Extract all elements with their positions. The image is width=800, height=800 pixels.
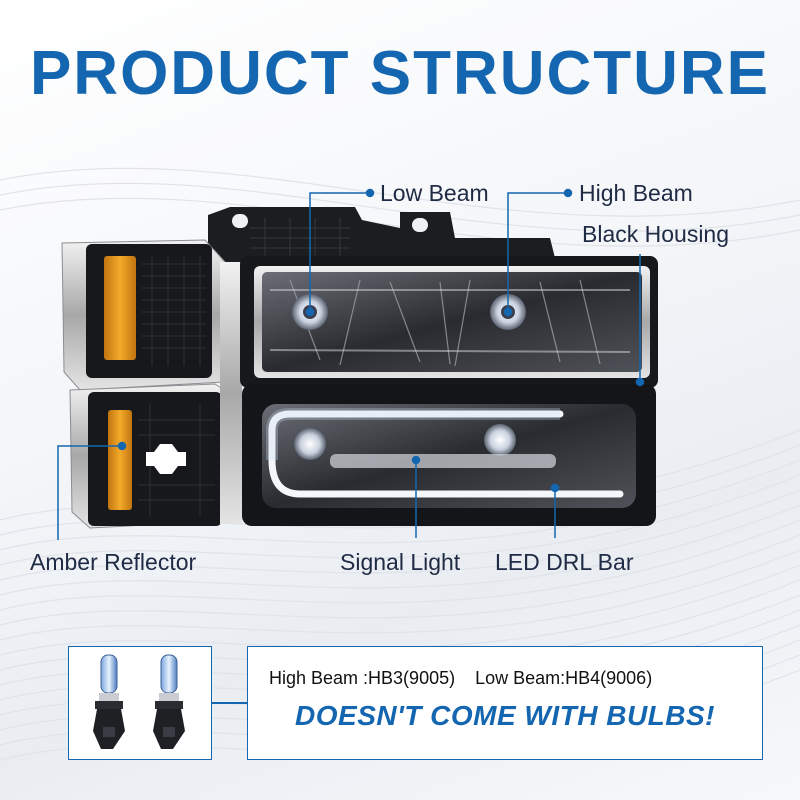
box-connector-line [212,702,247,704]
bulb-spec-box [247,646,763,760]
callout-black-housing: Black Housing [582,221,730,247]
high-beam-spec: High Beam :HB3(9005) [269,668,456,688]
bulb-icon [93,654,185,749]
high-beam-callout-line [507,192,568,312]
callout-low-beam: Low Beam [380,180,489,206]
bulb-image-box [68,646,212,760]
low-beam-callout-line [309,192,370,312]
upper-corner-light [61,239,226,391]
callout-amber-reflector: Amber Reflector [30,549,197,575]
page-title: PRODUCT STRUCTURE [29,39,771,108]
bulb-spec-line: High Beam :HB3(9005) Low Beam:HB4(9006) [269,668,652,689]
low-beam-spec: Low Beam:HB4(9006) [475,668,653,688]
main-headlight [240,256,658,388]
no-bulbs-warning: DOESN'T COME WITH BULBS! [295,700,715,731]
bumper-light [242,384,656,526]
lower-corner-light [69,383,241,529]
chrome-trim [220,262,242,524]
signal-light-strip [330,454,556,468]
amber-reflector-callout-line [57,445,122,540]
callout-signal-light: Signal Light [340,549,461,575]
callout-high-beam: High Beam [579,180,693,206]
callout-led-drl-bar: LED DRL Bar [495,549,634,575]
